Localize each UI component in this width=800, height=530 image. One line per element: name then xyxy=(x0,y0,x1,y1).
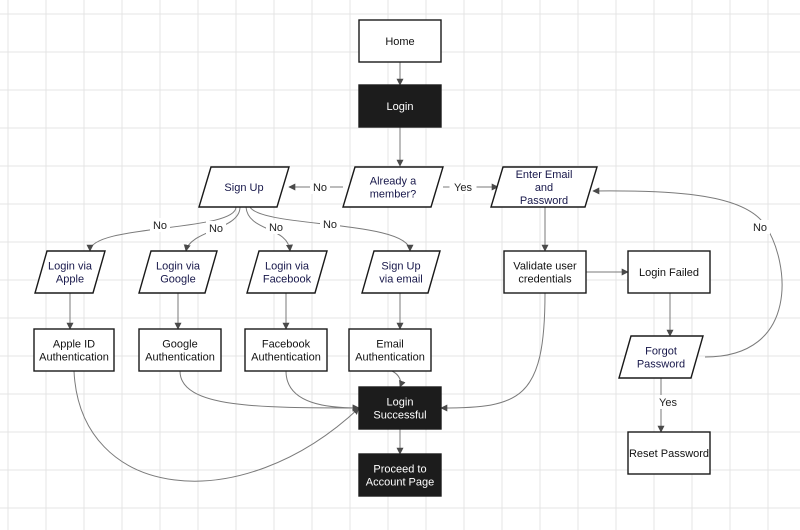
node-label: Already a xyxy=(370,176,417,188)
node-sign-up: Sign Up xyxy=(198,166,290,208)
node-label: Authentication xyxy=(39,352,109,364)
node-shape xyxy=(348,328,432,372)
node-label: Proceed to xyxy=(373,464,426,476)
edge-label-no-email: No xyxy=(323,219,337,231)
node-label: Successful xyxy=(373,410,426,422)
node-label: Account Page xyxy=(366,477,435,489)
node-label: Login xyxy=(387,397,414,409)
node-label: Validate user xyxy=(513,261,577,273)
node-shape xyxy=(503,250,587,294)
edge-label-yes-enter-email-bg xyxy=(449,180,477,194)
node-shape xyxy=(138,328,222,372)
node-label: Google xyxy=(162,339,197,351)
node-shape xyxy=(244,328,328,372)
node-label: Google xyxy=(160,274,195,286)
node-shape xyxy=(342,166,444,208)
edge-label-yes-enter-email: Yes xyxy=(454,182,472,194)
edge-label-no-email-bg xyxy=(320,217,340,231)
edge-label-no-google: No xyxy=(209,223,223,235)
node-label: Login Failed xyxy=(639,267,699,279)
edge-label-no-apple-bg xyxy=(150,218,170,232)
node-label: Authentication xyxy=(145,352,215,364)
node-label: Authentication xyxy=(251,352,321,364)
node-label: Forgot xyxy=(645,346,677,358)
node-shape xyxy=(246,250,328,294)
edge-label-no-facebook-bg xyxy=(266,220,286,234)
node-label: via email xyxy=(379,274,422,286)
node-shape xyxy=(34,250,106,294)
node-shape xyxy=(358,84,442,128)
edge-label-no-facebook: No xyxy=(269,222,283,234)
node-shape xyxy=(361,250,441,294)
edge-validate-login-success xyxy=(440,292,546,412)
node-label: Facebook xyxy=(263,274,312,286)
edge-label-yes-reset-bg xyxy=(654,395,682,409)
node-label: Home xyxy=(385,36,414,48)
node-label: Apple ID xyxy=(53,339,95,351)
edge-facebook-auth-login-success xyxy=(285,370,360,412)
node-label: Apple xyxy=(56,274,84,286)
node-login-failed: Login Failed xyxy=(627,250,711,294)
node-label: member? xyxy=(370,189,416,201)
node-reset-password: Reset Password xyxy=(627,431,711,475)
node-shape xyxy=(358,453,442,497)
node-label: Enter Email xyxy=(516,169,573,181)
edge-label-no-google-bg xyxy=(206,221,226,235)
node-shape xyxy=(627,250,711,294)
node-shape xyxy=(198,166,290,208)
node-shape xyxy=(627,431,711,475)
node-label: credentials xyxy=(518,274,572,286)
edge-email-auth-login-success xyxy=(391,370,406,388)
edge-label-yes-reset: Yes xyxy=(659,397,677,409)
node-label: Reset Password xyxy=(629,448,709,460)
node-label: Facebook xyxy=(262,339,311,351)
node-shape xyxy=(358,386,442,430)
node-label: and xyxy=(535,182,553,194)
node-label: Sign Up xyxy=(381,261,420,273)
node-login: Login xyxy=(358,84,442,128)
node-label: Login via xyxy=(48,261,93,273)
node-shape xyxy=(358,19,442,63)
edge-label-no-signup-bg xyxy=(310,180,330,194)
node-label: Email xyxy=(376,339,404,351)
node-label: Login via xyxy=(265,261,310,273)
edge-label-no-apple: No xyxy=(153,220,167,232)
edge-label-no-forgot: No xyxy=(753,222,767,234)
node-shape xyxy=(490,166,598,208)
node-shape xyxy=(618,335,704,379)
edge-apple-auth-login-success xyxy=(73,370,360,482)
node-label: Login via xyxy=(156,261,201,273)
node-label: Sign Up xyxy=(224,182,263,194)
edge-google-auth-login-success xyxy=(179,370,360,412)
node-shape xyxy=(33,328,115,372)
node-label: Password xyxy=(637,359,685,371)
node-home: Home xyxy=(358,19,442,63)
node-shape xyxy=(138,250,218,294)
node-label: Authentication xyxy=(355,352,425,364)
edge-label-no-signup: No xyxy=(313,182,327,194)
edge-label-no-forgot-bg xyxy=(750,220,770,234)
node-label: Password xyxy=(520,195,568,207)
node-label: Login xyxy=(387,101,414,113)
